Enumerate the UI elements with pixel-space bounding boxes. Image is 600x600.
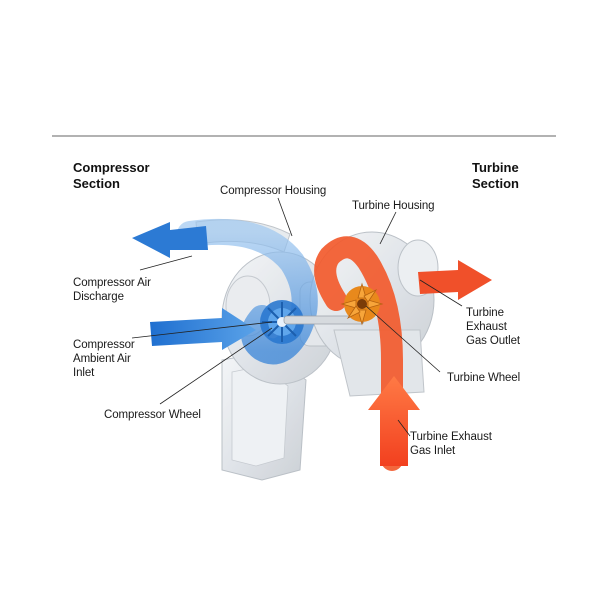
label-compressor-housing: Compressor Housing	[220, 185, 327, 197]
leader-lines	[131, 197, 463, 437]
label-turbine-exhaust-gas-inlet: Turbine Exhaust Gas Inlet	[410, 431, 492, 457]
leader-turbine-wheel	[365, 305, 441, 373]
label-turbine-wheel: Turbine Wheel	[447, 372, 521, 384]
turbine-inlet-arrow	[368, 376, 420, 466]
leader-turbine-housing	[379, 211, 397, 245]
label-compressor-wheel: Compressor Wheel	[104, 409, 201, 421]
label-compressor-ambient-air-inlet: Compressor Ambient Air Inlet	[73, 339, 135, 379]
leader-compressor-ambient-air-inlet	[131, 321, 273, 339]
compressor-wheel-shape	[260, 300, 304, 344]
turbine-flow	[314, 236, 492, 471]
label-turbine-housing: Turbine Housing	[352, 200, 435, 212]
leader-compressor-housing	[277, 197, 293, 237]
compressor-discharge-arrow	[132, 222, 208, 258]
leader-compressor-air-discharge	[139, 255, 193, 271]
leader-turbine-exhaust-gas-inlet	[397, 419, 411, 437]
label-compressor-air-discharge: Compressor Air Discharge	[73, 277, 151, 303]
turbine-section-heading: Turbine Section	[472, 160, 519, 191]
leader-turbine-exhaust-gas-outlet	[419, 279, 463, 307]
turbine-wheel-shape	[340, 282, 384, 326]
compressor-inlet-arrow	[150, 308, 256, 350]
compressor-section-heading: Compressor Section	[73, 160, 150, 191]
leader-compressor-wheel	[159, 327, 273, 405]
label-turbine-exhaust-gas-outlet: Turbine Exhaust Gas Outlet	[466, 307, 520, 347]
